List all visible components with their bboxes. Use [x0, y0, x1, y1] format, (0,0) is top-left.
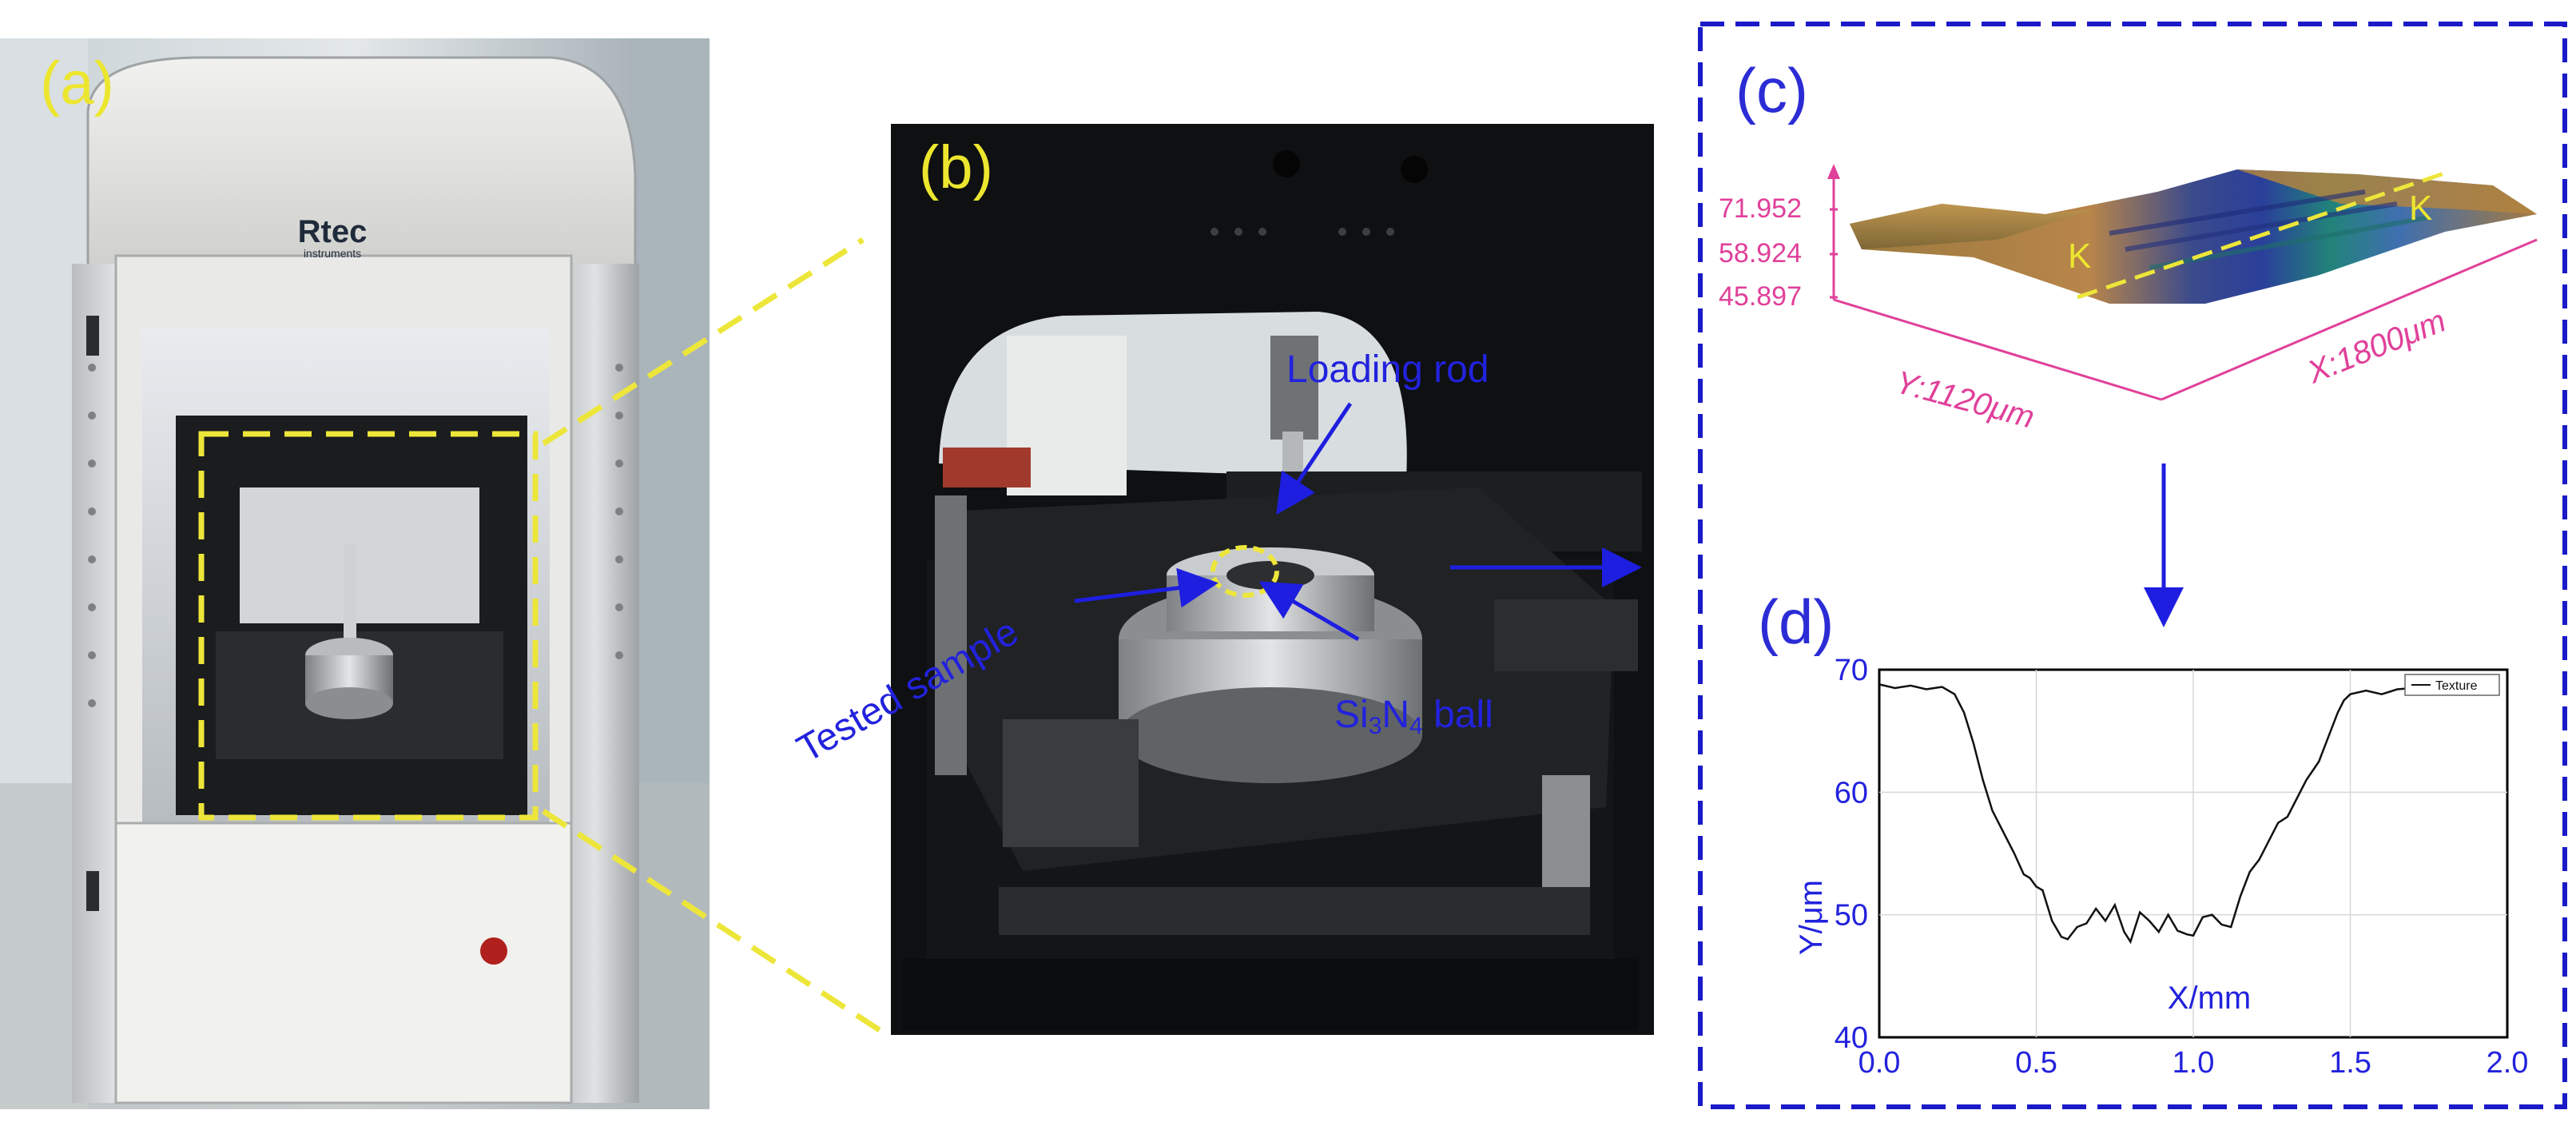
profile-chart: 0.0 0.5 1.0 1.5 2.0 40 50 60 70 X/mm Y/μm Textur…	[1794, 654, 2528, 1080]
x-axis-label: X/mm	[2168, 981, 2251, 1016]
zoom-region-box	[198, 431, 539, 821]
rtec-logo-sub: instruments	[304, 247, 361, 260]
legend-entry: Texture	[2435, 679, 2478, 693]
panel-a-photo	[0, 38, 710, 1109]
y-axis-3d-label: Y:1120μm	[1892, 364, 2038, 435]
legend: Texture	[2404, 674, 2500, 696]
cd-frame	[1698, 22, 2567, 1109]
z-tick-1: 71.952	[1719, 193, 1802, 224]
series-line-texture	[1878, 683, 2445, 945]
loading-rod-label: Loading rod	[1286, 348, 1489, 391]
panel-d-label: (d)	[1758, 587, 1834, 657]
tested-sample-arrow	[1074, 567, 1218, 608]
z-tick-3: 45.897	[1719, 281, 1802, 312]
si3n4-ball-label: Si3N4 ball	[1334, 694, 1493, 739]
x-axis-3d-label: X:1800μm	[2302, 303, 2451, 390]
loading-rod-arrow	[1276, 402, 1353, 515]
y-tick-label: 60	[1835, 776, 1868, 810]
x-tick-label: 1.0	[2173, 1046, 2215, 1080]
x-tick-label: 0.0	[1858, 1046, 1901, 1080]
panel-a-label: (a)	[40, 50, 114, 117]
x-tick-label: 1.5	[2329, 1046, 2371, 1080]
panel-b-label: (b)	[919, 133, 993, 201]
y-tick-label: 40	[1835, 1021, 1868, 1055]
rtec-logo: Rtec	[298, 214, 368, 249]
tick-labels: 0.0 0.5 1.0 1.5 2.0 40 50 60 70	[1835, 654, 2529, 1080]
y-axis-label: Y/μm	[1794, 880, 1829, 955]
ball-arrow	[1258, 581, 1360, 642]
zoom-connector-bottom	[542, 809, 888, 1037]
z-tick-2: 58.924	[1719, 238, 1802, 269]
y-tick-label: 50	[1835, 899, 1868, 933]
x-tick-label: 0.5	[2015, 1046, 2057, 1080]
panel-c-label: (c)	[1735, 55, 1808, 125]
x-tick-label: 2.0	[2487, 1046, 2529, 1080]
zoom-connector-top	[542, 237, 865, 446]
surface-3d	[1827, 164, 2538, 401]
y-tick-label: 70	[1835, 654, 1868, 687]
section-mark-k-right: K	[2409, 189, 2432, 228]
section-mark-k-left: K	[2068, 237, 2091, 276]
gridlines	[1879, 670, 2507, 1037]
